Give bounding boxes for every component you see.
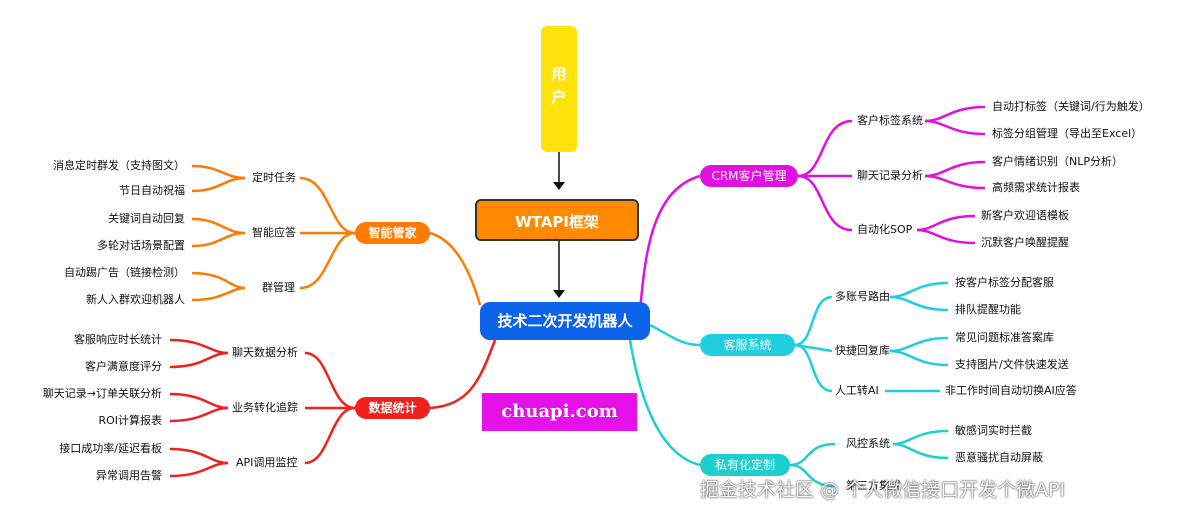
user-node: 用户: [541, 26, 577, 152]
group-multi-account-routing: 多账号路由: [835, 290, 890, 303]
group-api-monitoring: API调用监控: [236, 456, 298, 469]
group-auto-reply: 智能应答: [252, 226, 296, 239]
group-third-party-integration: 第三方集成: [846, 479, 901, 492]
leaf-item: 自动踢广告（链接检测）: [64, 266, 185, 279]
group-risk-control: 风控系统: [846, 437, 890, 450]
leaf-item: 支持图片/文件快速发送: [955, 358, 1069, 371]
group-quick-reply-library: 快捷回复库: [835, 344, 890, 357]
branch-private-customization: 私有化定制: [700, 454, 790, 476]
group-customer-tags: 客户标签系统: [857, 114, 923, 127]
branch-customer-service: 客服系统: [700, 334, 795, 356]
group-chat-data-analysis: 聊天数据分析: [232, 346, 298, 359]
site-banner: chuapi.com: [482, 393, 637, 431]
leaf-item: 节日自动祝福: [119, 184, 185, 197]
leaf-item: 客户满意度评分: [85, 360, 162, 373]
leaf-item: 新客户欢迎语模板: [981, 209, 1069, 222]
leaf-item: 多轮对话场景配置: [97, 239, 185, 252]
leaf-item: 接口成功率/延迟看板: [59, 442, 162, 455]
leaf-item: 客户情绪识别（NLP分析）: [992, 155, 1123, 168]
branch-smart-butler: 智能管家: [355, 222, 430, 244]
leaf-item: 关键词自动回复: [108, 212, 185, 225]
leaf-item: ROI计算报表: [98, 414, 162, 427]
leaf-item: 高频需求统计报表: [992, 181, 1080, 194]
leaf-item: 异常调用告警: [96, 469, 162, 482]
group-human-to-ai: 人工转AI: [835, 384, 879, 397]
branch-data-statistics: 数据统计: [355, 397, 430, 419]
core-robot-node: 技术二次开发机器人: [480, 302, 650, 340]
leaf-item: 客服响应时长统计: [74, 333, 162, 346]
leaf-item: 聊天记录→订单关联分析: [42, 387, 162, 400]
leaf-item: 敏感词实时拦截: [955, 424, 1032, 437]
branch-crm: CRM客户管理: [700, 165, 798, 187]
leaf-item: 排队提醒功能: [955, 303, 1021, 316]
group-scheduled-tasks: 定时任务: [252, 171, 296, 184]
group-automation-sop: 自动化SOP: [857, 223, 913, 236]
group-group-management: 群管理: [262, 281, 295, 294]
wtapi-framework-node: WTAPI框架: [475, 199, 639, 241]
leaf-item: 新人入群欢迎机器人: [86, 293, 185, 306]
leaf-item: 按客户标签分配客服: [955, 276, 1054, 289]
leaf-item: 恶意骚扰自动屏蔽: [955, 451, 1043, 464]
group-conversion-tracking: 业务转化追踪: [232, 401, 298, 414]
group-chat-record-analysis: 聊天记录分析: [857, 169, 923, 182]
leaf-item: 标签分组管理（导出至Excel）: [992, 127, 1143, 140]
watermark: 掘金技术社区 @ 个人微信接口开发个微API: [700, 479, 1066, 501]
leaf-item: 沉默客户唤醒提醒: [981, 236, 1069, 249]
leaf-item: 常见问题标准答案库: [955, 331, 1054, 344]
leaf-item: 非工作时间自动切换AI应答: [945, 384, 1077, 397]
leaf-item: 消息定时群发（支持图文）: [53, 159, 185, 172]
leaf-item: 自动打标签（关键词/行为触发）: [992, 100, 1150, 113]
